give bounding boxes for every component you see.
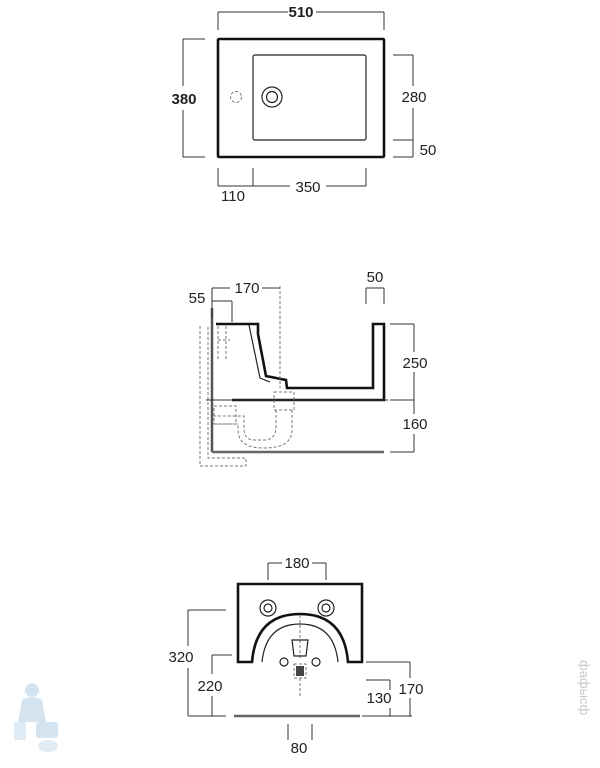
dim-overall-height: 320 — [168, 649, 193, 666]
dim-side-front-rim: 50 — [367, 269, 384, 286]
dim-side-offset: 110 — [221, 188, 245, 205]
dim-base-height: 170 — [398, 681, 423, 698]
dim-width: 510 — [288, 4, 313, 21]
plumber-mascot-icon — [14, 683, 58, 752]
dim-depth: 380 — [171, 91, 196, 108]
basin-profile-side — [216, 322, 386, 402]
dim-drain-height: 220 — [197, 678, 222, 695]
tap-hole-icon — [230, 91, 242, 103]
side-view: 55 170 50 250 160 — [189, 269, 428, 467]
dim-outlet-height: 130 — [366, 690, 391, 707]
dim-bowl-width: 350 — [295, 179, 320, 196]
siphon-icon — [213, 391, 295, 449]
dim-wall-offset: 55 — [189, 290, 206, 307]
tap-right-icon — [317, 599, 335, 617]
dim-outlet-width: 80 — [291, 740, 308, 757]
drain-icon — [261, 86, 283, 108]
bowl-outline-top — [252, 54, 367, 141]
dim-front-rim: 50 — [420, 142, 437, 159]
dim-floor-to-base: 160 — [402, 416, 427, 433]
dim-tap-spacing: 180 — [284, 555, 309, 572]
basin-outline-front — [236, 582, 364, 664]
dim-drain-offset: 170 — [234, 280, 259, 297]
dim-basin-height: 250 — [402, 355, 427, 372]
basin-outline-top — [216, 37, 386, 159]
front-view: 180 320 220 130 170 80 — [168, 555, 423, 757]
tap-left-icon — [259, 599, 277, 617]
watermark-brand: фафыcф — [577, 660, 592, 715]
dim-bowl-depth: 280 — [401, 89, 426, 106]
top-view: 510 380 280 50 110 350 — [171, 4, 436, 205]
outlet-icon — [279, 657, 321, 696]
